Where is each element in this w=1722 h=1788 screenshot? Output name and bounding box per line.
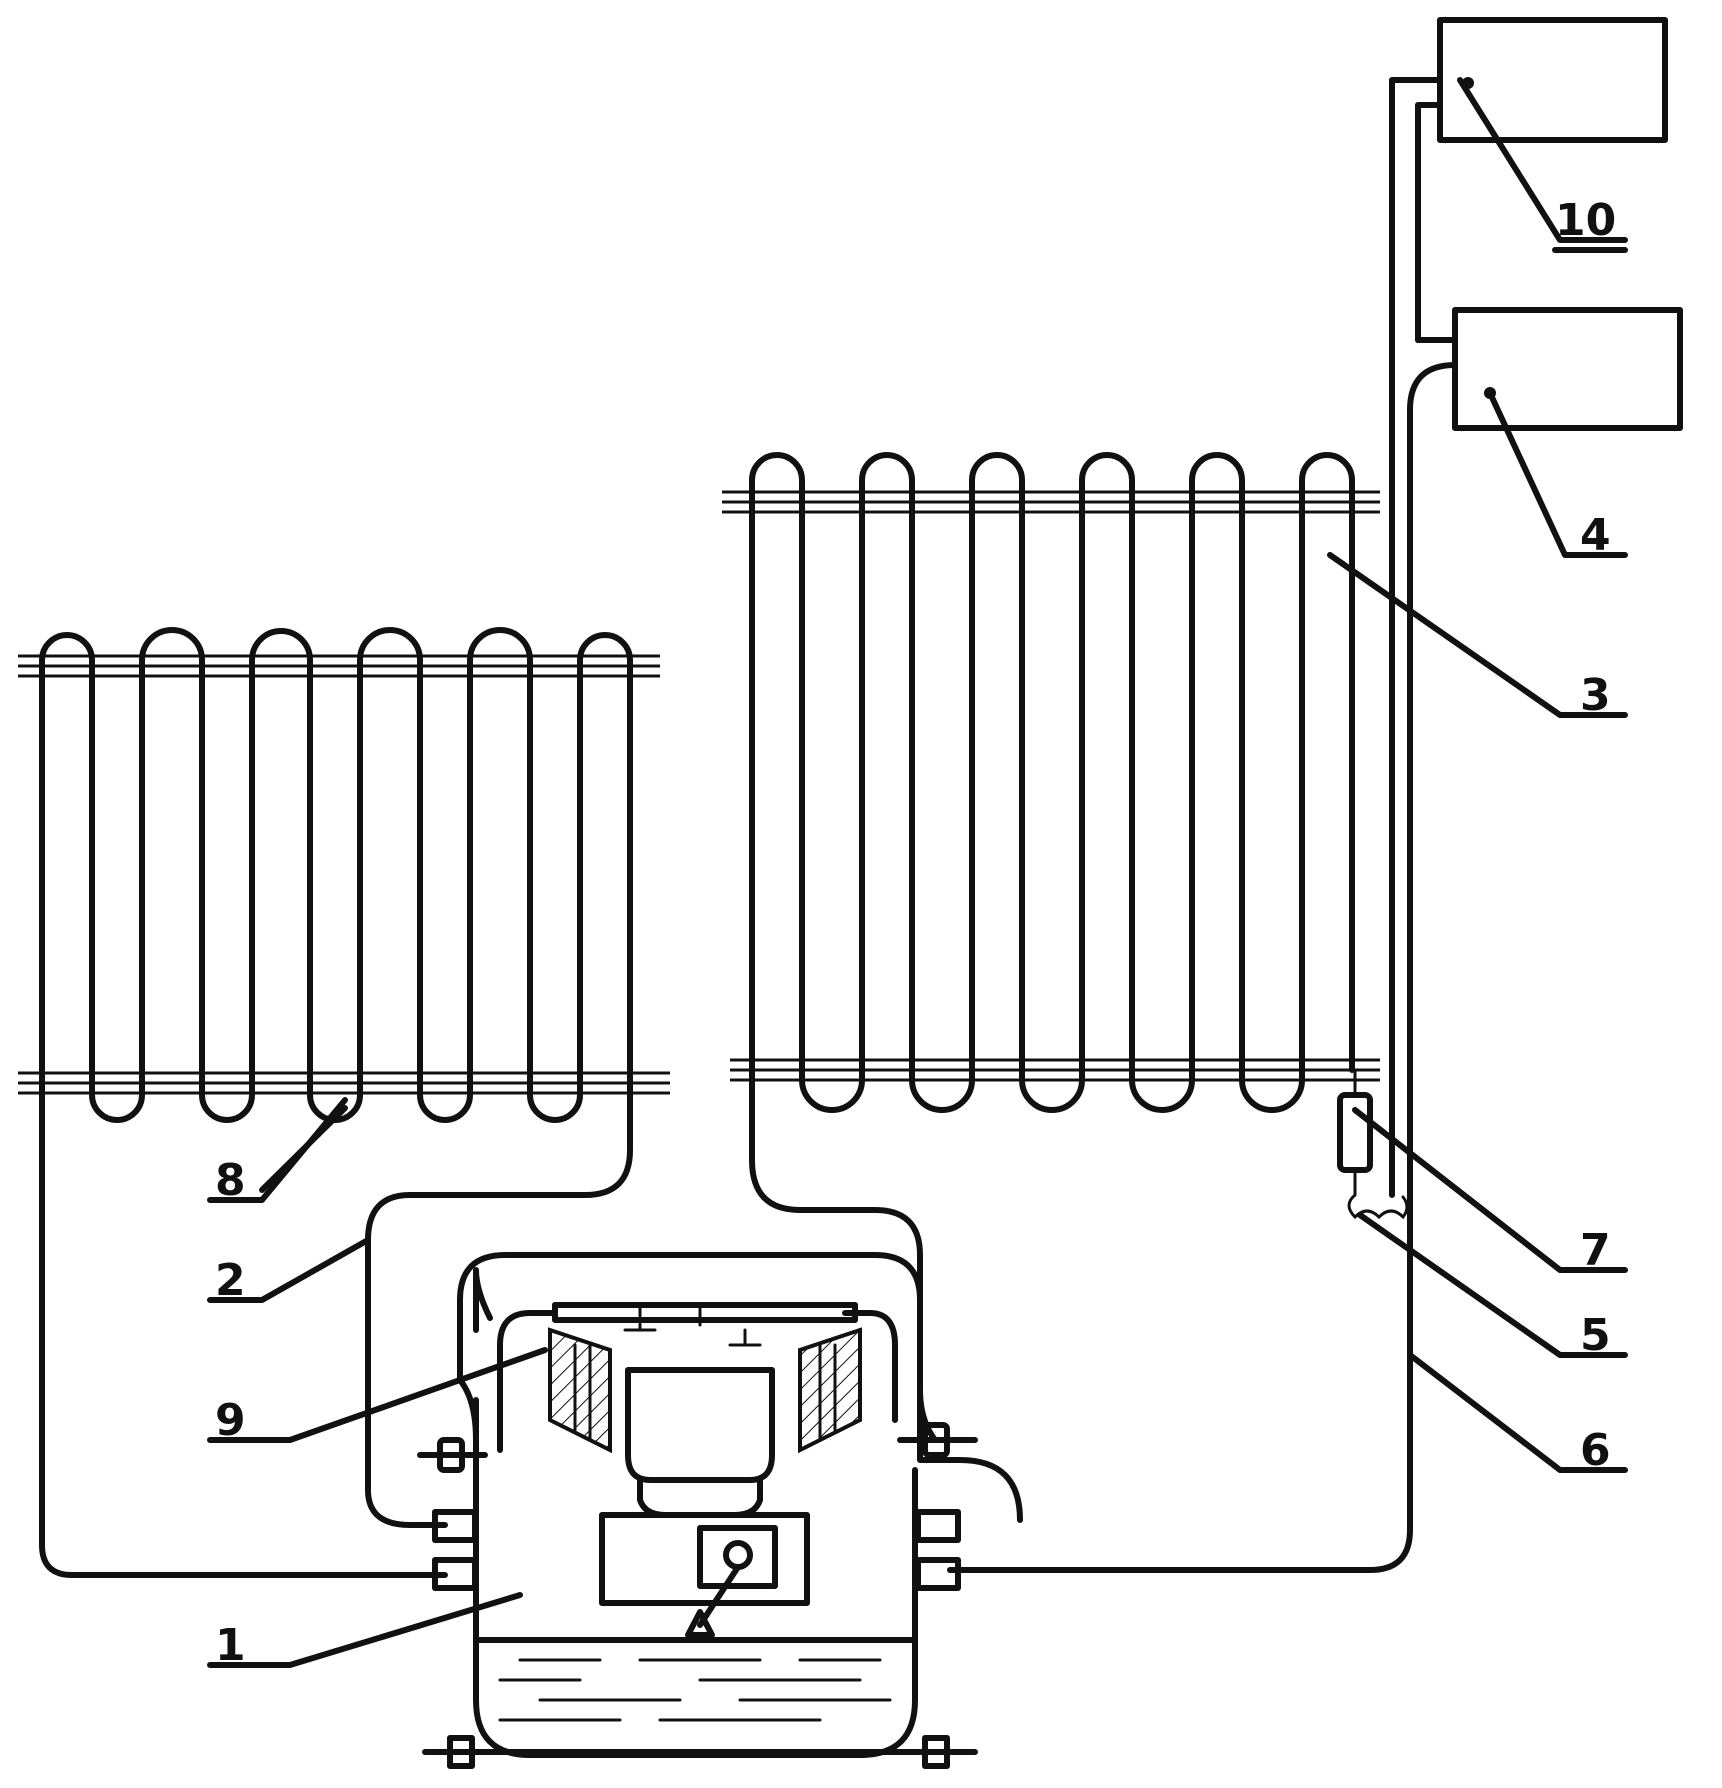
label-10: 10 — [1555, 195, 1616, 246]
left-coil-fins-top — [18, 654, 660, 678]
evaporator-4 — [1452, 307, 1683, 431]
compressor — [417, 1252, 978, 1769]
label-2: 2 — [215, 1255, 246, 1306]
label-6: 6 — [1580, 1425, 1611, 1476]
label-5: 5 — [1580, 1310, 1611, 1361]
leader-lines — [207, 77, 1628, 1668]
right-coil-fins-bottom — [730, 1058, 1380, 1082]
label-8: 8 — [215, 1155, 246, 1206]
label-4: 4 — [1580, 510, 1611, 561]
capillary-tube — [1347, 1168, 1409, 1220]
right-coil-fins-top — [722, 490, 1380, 514]
label-3: 3 — [1580, 670, 1611, 721]
label-7: 7 — [1580, 1225, 1611, 1276]
left-condenser-coil — [18, 627, 670, 1578]
oil-bath-hatching — [498, 1658, 892, 1722]
left-coil-fins-bottom — [18, 1071, 670, 1095]
right-condenser-coil — [722, 452, 1380, 1523]
label-1: 1 — [215, 1620, 246, 1671]
label-9: 9 — [215, 1395, 246, 1446]
evaporator-10 — [1437, 17, 1668, 143]
suction-line — [947, 77, 1458, 1573]
part-labels: 10 4 3 7 5 6 8 2 9 1 — [215, 195, 1616, 1671]
